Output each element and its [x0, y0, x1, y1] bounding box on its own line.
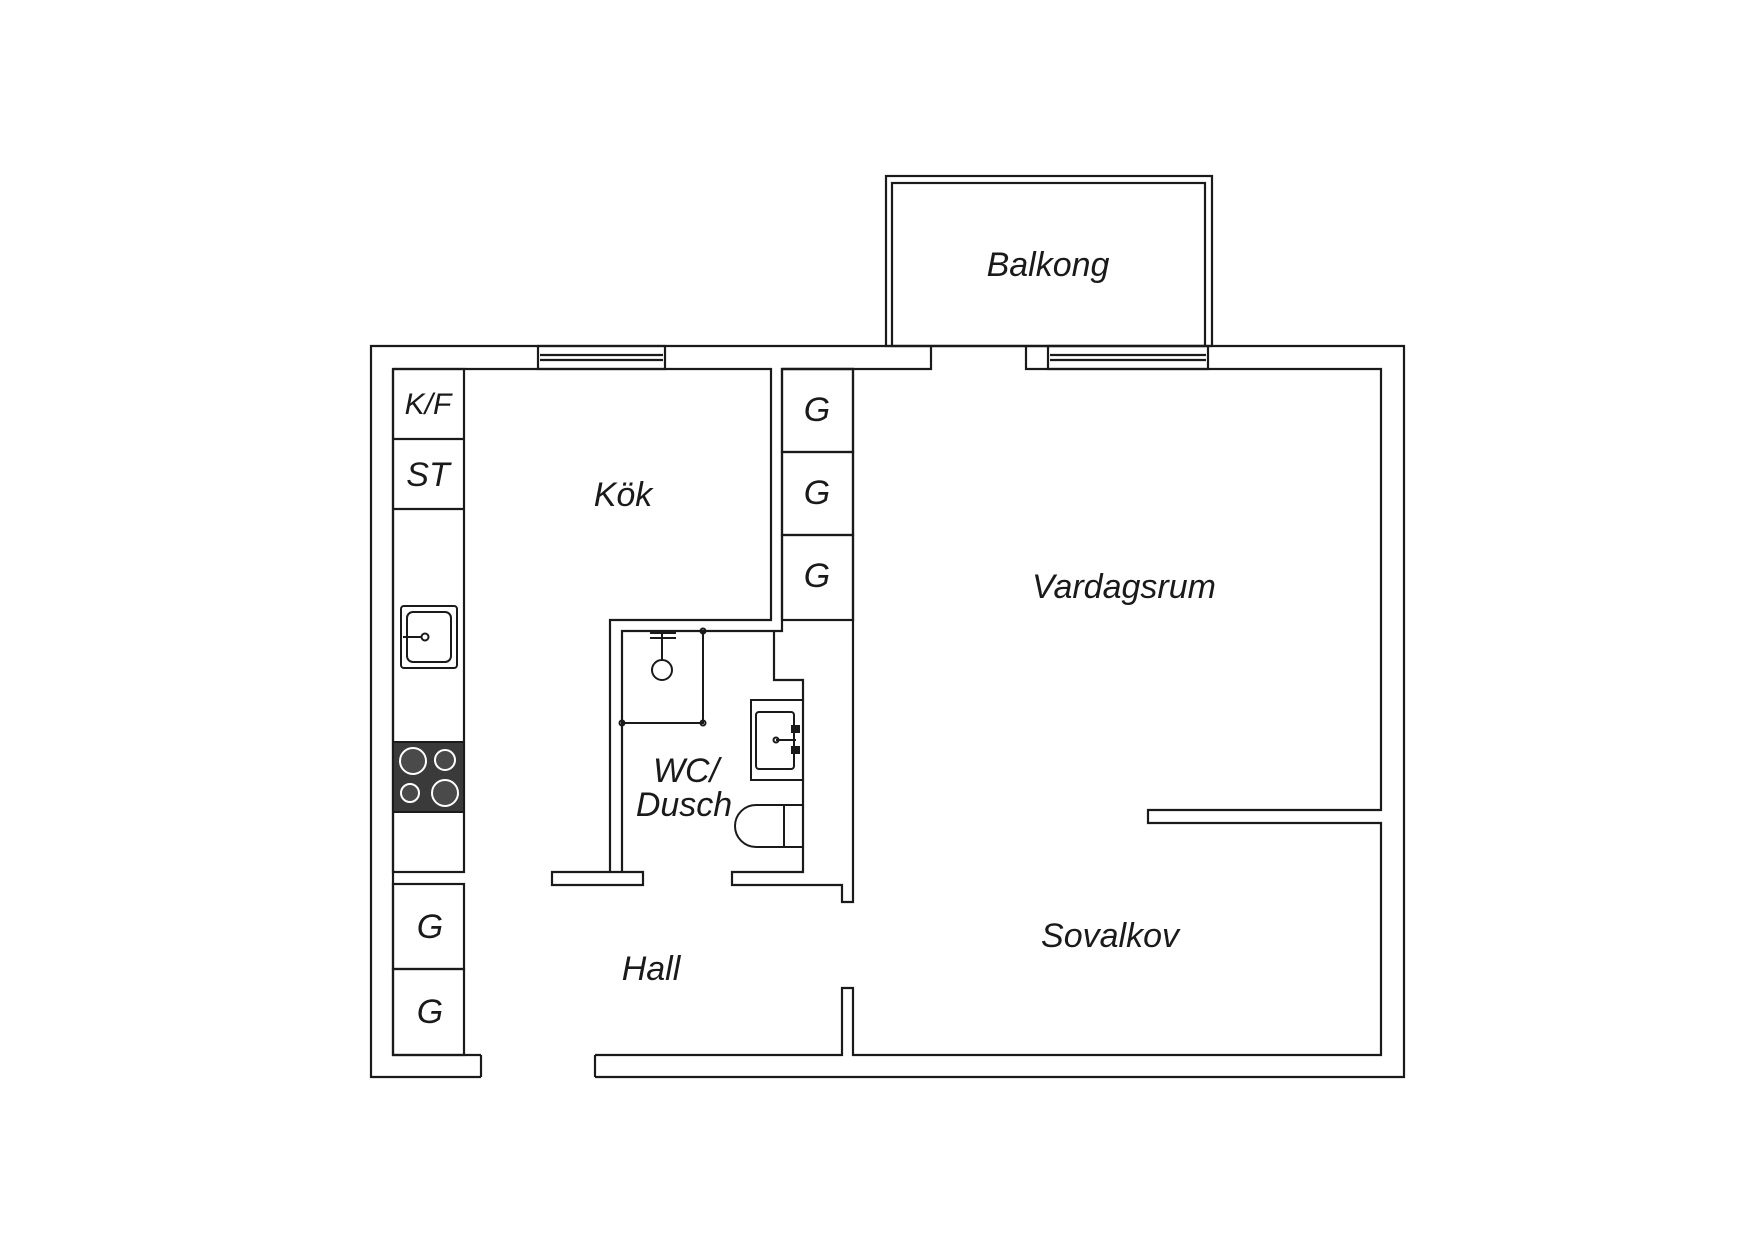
room-label-bath-2: Dusch: [636, 786, 732, 824]
window-living: [1046, 344, 1210, 371]
window-kitchen: [536, 344, 667, 371]
shower-drain: [651, 659, 673, 681]
toilet-tank: [783, 804, 804, 848]
burner-4: [431, 779, 459, 807]
inner-wall-bottom-right: [595, 346, 1383, 1057]
bathroom-fixtures: [618, 627, 804, 848]
walls: [369, 174, 1406, 1079]
room-label-kitchen: Kök: [594, 476, 655, 514]
room-label-hall: Hall: [622, 950, 682, 988]
shower-wall: [622, 631, 704, 724]
burner-2: [434, 749, 456, 771]
label-living-wardrobe-3: G: [804, 557, 830, 595]
outer-wall-outer: [369, 344, 1406, 1079]
sink-drain: [420, 632, 430, 642]
kitchen-counter: [391, 367, 466, 874]
sink-outer: [400, 605, 458, 669]
washbasin-valve-1: [791, 725, 800, 733]
washbasin-valve-2: [791, 746, 800, 754]
kitchen-sink: [400, 605, 458, 669]
label-living-wardrobe-1: G: [804, 391, 830, 429]
shower-corner-3: [699, 627, 707, 635]
room-label-bath-1: WC/: [653, 752, 723, 790]
room-label-balcony: Balkong: [987, 246, 1110, 284]
label-living-wardrobe-2: G: [804, 474, 830, 512]
hall-wardrobe-2: [391, 967, 466, 1057]
label-cabinet-st: ST: [406, 456, 452, 494]
burner-1: [399, 747, 427, 775]
shower-corner-2: [699, 719, 707, 727]
living-wardrobe-3: [780, 533, 855, 622]
label-hall-wardrobe-2: G: [417, 993, 443, 1031]
label-fridge-freezer: K/F: [405, 388, 453, 421]
wardrobe-wall: [730, 367, 855, 904]
burner-3: [400, 783, 420, 803]
washbasin-outer: [750, 699, 804, 781]
stove-icon: [392, 741, 465, 813]
label-hall-wardrobe-1: G: [417, 908, 443, 946]
room-label-alcove: Sovalkov: [1041, 917, 1181, 955]
toilet-bowl: [734, 804, 784, 848]
room-label-living: Vardagsrum: [1032, 568, 1216, 606]
shower-corner-1: [618, 719, 626, 727]
